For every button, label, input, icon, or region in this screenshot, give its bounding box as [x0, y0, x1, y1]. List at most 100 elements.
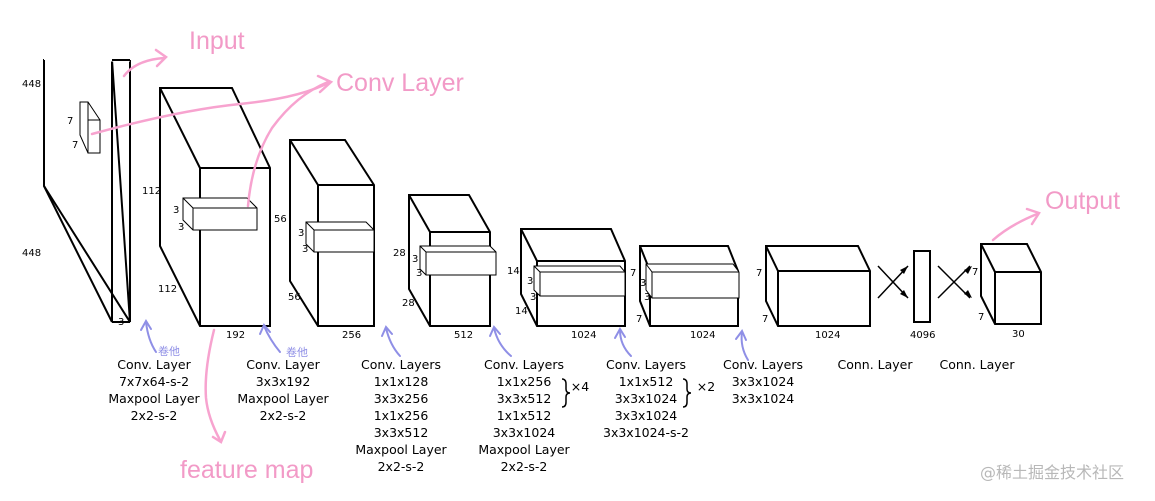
caption-3-line-1: Conv. Layers	[361, 357, 441, 372]
conv-arrow-head	[316, 74, 334, 94]
block5-kernel	[645, 263, 740, 299]
repeat-x4-label: ×4	[571, 379, 589, 394]
block5-depth-label: 1024	[690, 330, 715, 341]
feature-map-arrow	[204, 328, 222, 442]
conv-block-3: 28 28 512 3 3	[393, 194, 497, 341]
caption-5-line-2: 1x1x512	[619, 374, 674, 389]
note-2: 卷他	[286, 345, 308, 359]
marker-2	[263, 325, 281, 353]
caption-2-line-1: Conv. Layer	[246, 357, 320, 372]
watermark: @稀土掘金技术社区	[980, 463, 1124, 482]
caption-5-line-3: 3x3x1024	[615, 391, 678, 406]
output-depth-label: 30	[1012, 329, 1025, 340]
block4-kernel-a-label: 3	[527, 276, 533, 287]
input-channels-label: 3	[118, 317, 124, 328]
caption-col-3: Conv. Layers 1x1x128 3x3x256 1x1x256 3x3…	[355, 357, 447, 474]
output-annotation: Output	[1045, 187, 1120, 215]
caption-4-line-4: 1x1x512	[497, 408, 552, 423]
caption-2-line-4: 2x2-s-2	[260, 408, 307, 423]
caption-1-line-3: Maxpool Layer	[108, 391, 200, 406]
block6-width-label: 7	[762, 314, 768, 325]
block4-kernel-b-label: 3	[530, 292, 536, 303]
conv-block-5: 7 7 1024 3 3	[630, 245, 740, 341]
block3-depth-label: 512	[454, 330, 473, 341]
caption-5-line-4: 3x3x1024	[615, 408, 678, 423]
caption-6-line-1: Conv. Layers	[723, 357, 803, 372]
output-width-label: 7	[978, 312, 984, 323]
caption-3-line-3: 3x3x256	[374, 391, 429, 406]
handwritten-annotations: Input Conv Layer Output feature map	[90, 27, 1120, 484]
input-height-label: 448	[22, 79, 41, 90]
block2-kernel	[305, 221, 375, 253]
caption-8-line-1: Conn. Layer	[939, 357, 1015, 372]
block5-kernel-a-label: 3	[640, 278, 646, 289]
conv-block-6: 7 7 1024	[756, 245, 871, 341]
output-arrow	[991, 212, 1039, 242]
caption-4-line-3: 3x3x512	[497, 391, 552, 406]
block3-height-label: 28	[393, 248, 406, 259]
fc-size-label: 4096	[910, 330, 935, 341]
repeat-brace-5	[682, 378, 692, 408]
marker-3	[385, 327, 401, 357]
caption-2-line-3: Maxpool Layer	[237, 391, 329, 406]
feature-map-arrow-head	[211, 430, 227, 444]
repeat-brace-4	[561, 378, 571, 408]
block3-kernel	[419, 245, 497, 276]
block4-height-label: 14	[507, 266, 520, 277]
caption-4-line-2: 1x1x256	[497, 374, 552, 389]
caption-col-5: Conv. Layers 1x1x512 3x3x1024 3x3x1024 3…	[603, 357, 715, 440]
block6-depth-label: 1024	[815, 330, 840, 341]
caption-4-line-5: 3x3x1024	[493, 425, 556, 440]
block4-kernel	[533, 265, 626, 297]
marker-5	[619, 329, 632, 357]
caption-5-line-1: Conv. Layers	[606, 357, 686, 372]
caption-1-line-2: 7x7x64-s-2	[119, 374, 189, 389]
caption-col-2: Conv. Layer 3x3x192 Maxpool Layer 2x2-s-…	[237, 357, 329, 423]
conv-block-4: 14 14 1024 3 3	[507, 228, 626, 341]
input-kernel-w-label: 7	[72, 140, 78, 151]
caption-3-line-7: 2x2-s-2	[378, 459, 425, 474]
block3-kernel-a-label: 3	[412, 254, 418, 265]
block2-kernel-a-label: 3	[298, 228, 304, 239]
block5-width-label: 7	[636, 314, 642, 325]
fully-connected-layer: 4096	[877, 250, 972, 341]
conv-arrow-1	[90, 80, 332, 136]
caption-col-7: Conn. Layer	[837, 357, 913, 372]
input-arrow-head	[154, 48, 168, 68]
input-kernel	[79, 101, 101, 154]
caption-7-line-1: Conn. Layer	[837, 357, 913, 372]
block2-depth-label: 256	[342, 330, 361, 341]
marker-6	[740, 331, 749, 361]
marker-4	[493, 327, 512, 357]
caption-2-line-2: 3x3x192	[256, 374, 311, 389]
caption-6-line-3: 3x3x1024	[732, 391, 795, 406]
block4-depth-label: 1024	[571, 330, 596, 341]
input-width-label: 448	[22, 248, 41, 259]
block5-kernel-b-label: 3	[644, 292, 650, 303]
caption-6-line-2: 3x3x1024	[732, 374, 795, 389]
caption-4-line-7: 2x2-s-2	[501, 459, 548, 474]
caption-3-line-4: 1x1x256	[374, 408, 429, 423]
caption-col-1: Conv. Layer 7x7x64-s-2 Maxpool Layer 2x2…	[108, 357, 200, 423]
caption-5-line-5: 3x3x1024-s-2	[603, 425, 689, 440]
block4-width-label: 14	[515, 306, 528, 317]
output-arrow-head	[1025, 207, 1041, 226]
block2-height-label: 56	[274, 214, 287, 225]
block1-kernel-b-label: 3	[178, 222, 184, 233]
block2-kernel-b-label: 3	[302, 244, 308, 255]
note-1: 卷他	[158, 344, 180, 358]
block1-width-label: 112	[158, 284, 177, 295]
caption-3-line-2: 1x1x128	[374, 374, 429, 389]
caption-col-4: Conv. Layers 1x1x256 3x3x512 1x1x512 3x3…	[478, 357, 589, 474]
caption-1-line-4: 2x2-s-2	[131, 408, 178, 423]
layer-markers: 卷他 卷他	[140, 319, 749, 361]
input-image-face	[43, 59, 131, 323]
block5-height-label: 7	[630, 268, 636, 279]
conv-block-2: 56 56 256 3 3	[274, 139, 375, 341]
caption-3-line-5: 3x3x512	[374, 425, 429, 440]
caption-col-6: Conv. Layers 3x3x1024 3x3x1024	[723, 357, 803, 406]
block3-kernel-b-label: 3	[416, 268, 422, 279]
block6-height-label: 7	[756, 268, 762, 279]
